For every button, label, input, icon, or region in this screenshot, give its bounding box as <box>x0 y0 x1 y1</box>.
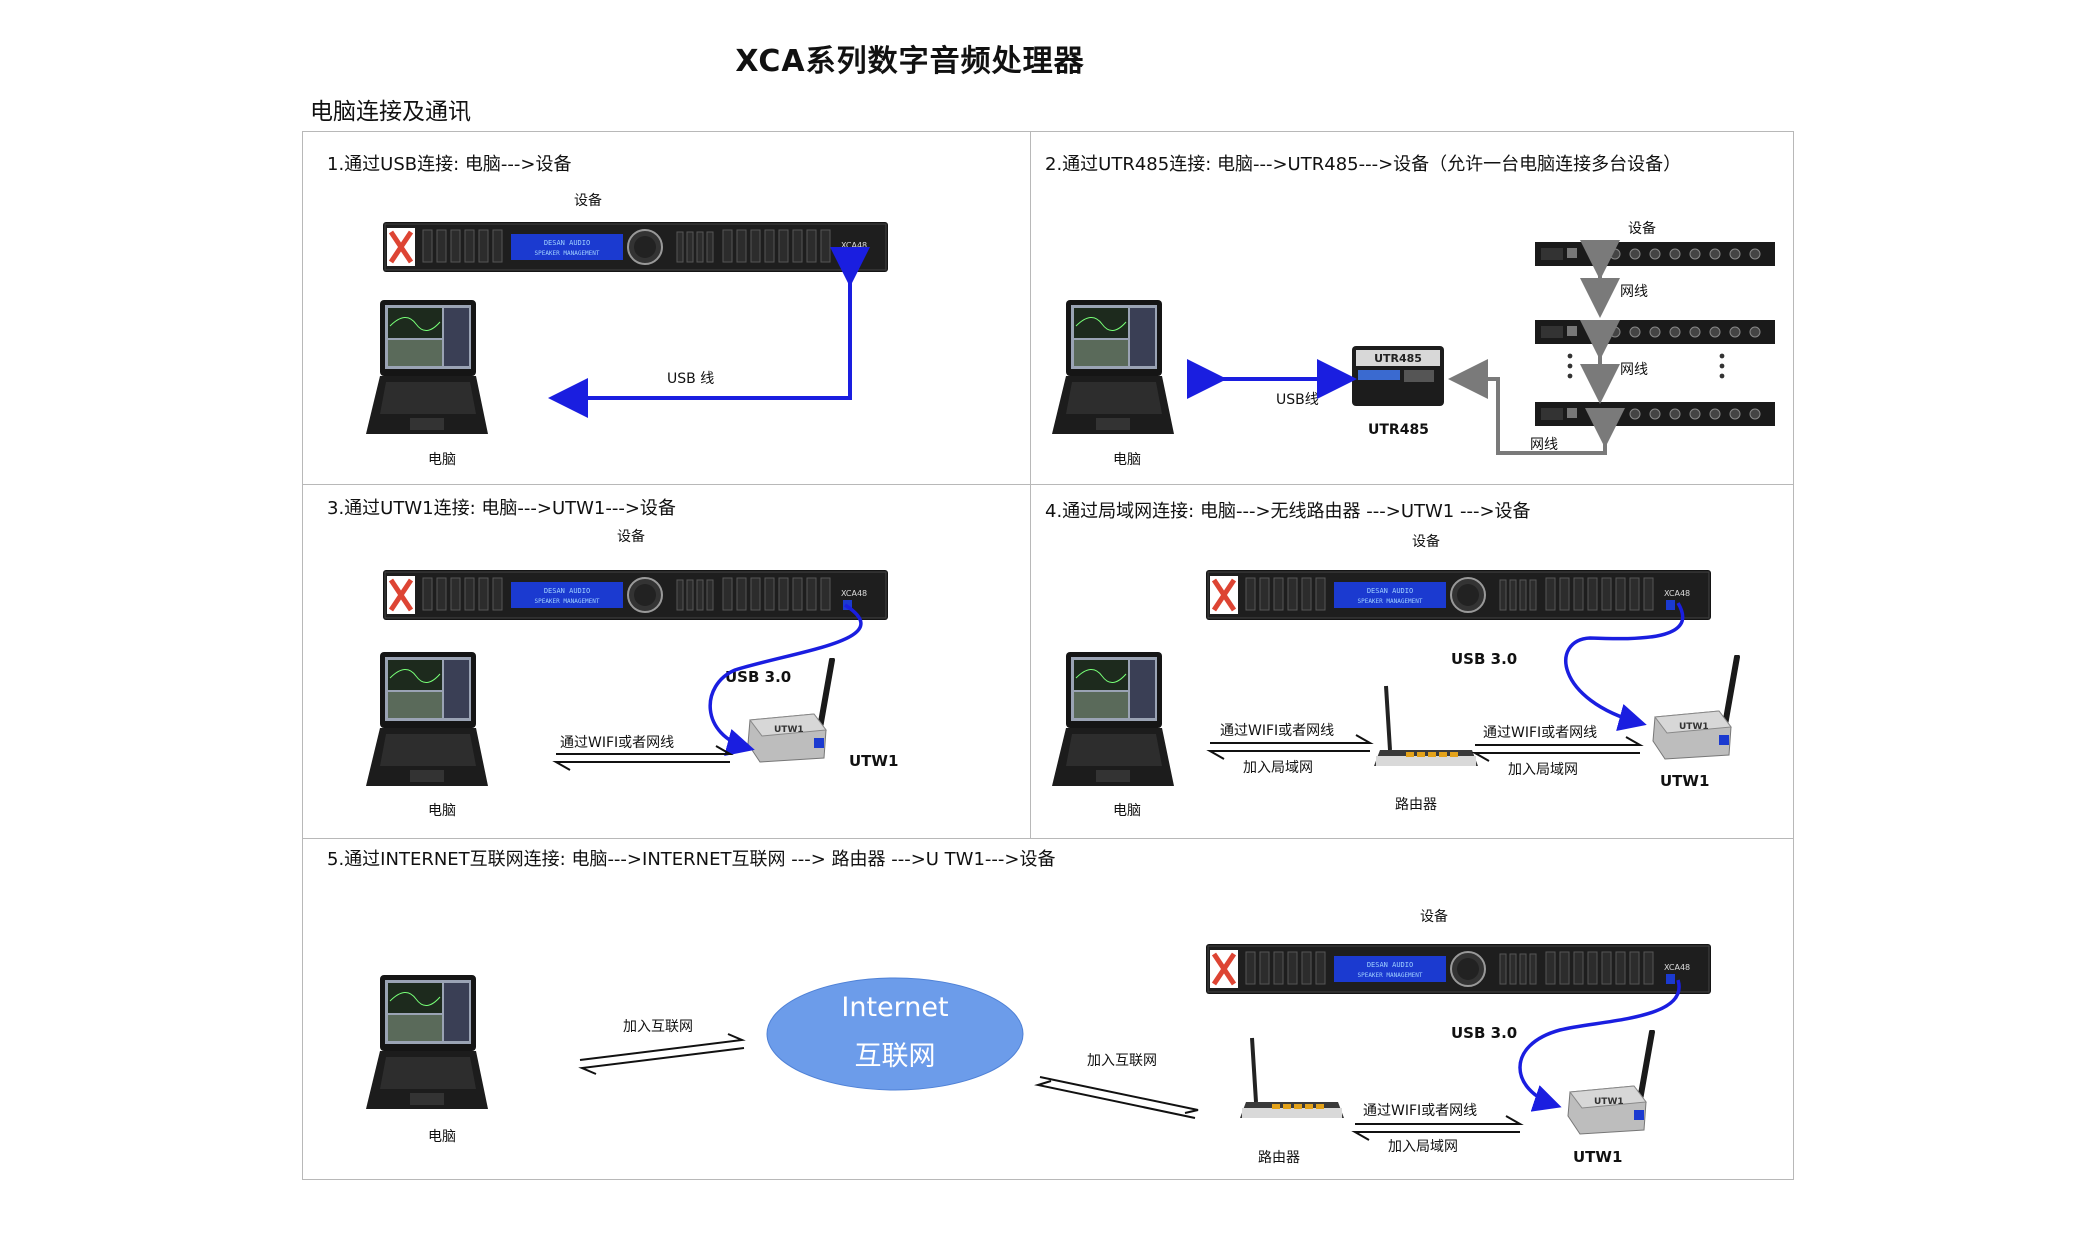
divider-row2 <box>302 838 1794 839</box>
s3-wifi-label: 通过WIFI或者网线 <box>560 735 675 751</box>
s5-router <box>1238 1030 1348 1134</box>
s5-join-label-1: 加入互联网 <box>623 1019 693 1035</box>
s2-rack-device-1 <box>1535 238 1775 272</box>
s2-more-devices-dots <box>1567 353 1725 379</box>
s4-processor-device: DESAN AUDIO SPEAKER MANAGEMENT XCA48 <box>1206 566 1711 628</box>
s1-usb-cable-arrow <box>548 247 870 418</box>
s5-utw-label: UTW1 <box>1573 1148 1623 1166</box>
section-4-heading: 4.通过局域网连接: 电脑--->无线路由器 --->UTW1 --->设备 <box>1045 501 1531 522</box>
s2-net-label-2: 网线 <box>1620 362 1648 378</box>
section-5-heading: 5.通过INTERNET互联网连接: 电脑--->INTERNET互联网 ---… <box>327 849 1056 870</box>
s2-net-arrow <box>1448 359 1625 455</box>
svg-text:SPEAKER MANAGEMENT: SPEAKER MANAGEMENT <box>1357 598 1422 605</box>
internet-cloud <box>764 975 1026 1097</box>
s3-utw1-module: UTW1 <box>740 657 850 772</box>
s4-wifi-label-2: 通过WIFI或者网线 <box>1483 725 1598 741</box>
s5-usb3-cable <box>1518 979 1681 1112</box>
s4-wifi-link-1 <box>1206 734 1374 760</box>
s5-lan-label: 加入局域网 <box>1388 1139 1458 1155</box>
section-1-heading: 1.通过USB连接: 电脑--->设备 <box>327 154 572 175</box>
svg-text:UTW1: UTW1 <box>774 725 804 735</box>
s1-laptop <box>366 300 488 444</box>
s2-computer-label: 电脑 <box>1113 452 1141 468</box>
s5-join-label-2: 加入互联网 <box>1087 1053 1157 1069</box>
svg-text:XCA48: XCA48 <box>841 589 867 598</box>
s4-computer-label: 电脑 <box>1113 803 1141 819</box>
s4-utw1-module: UTW1 <box>1645 654 1755 769</box>
s2-rack-device-2 <box>1535 316 1775 350</box>
s3-computer-label: 电脑 <box>428 803 456 819</box>
s2-utr485-adapter: UTR485 <box>1350 342 1446 414</box>
diagram-frame <box>302 131 1794 1180</box>
svg-text:UTW1: UTW1 <box>1679 722 1709 732</box>
page-subtitle: 电脑连接及通讯 <box>310 99 471 125</box>
s5-internet-link-2 <box>1034 1076 1199 1119</box>
s5-wifi-label: 通过WIFI或者网线 <box>1363 1103 1478 1119</box>
s4-utw-label: UTW1 <box>1660 772 1710 790</box>
s4-wifi-link-2 <box>1471 736 1644 762</box>
s1-device-label: 设备 <box>574 193 602 209</box>
section-2-heading: 2.通过UTR485连接: 电脑--->UTR485--->设备（允许一台电脑连… <box>1045 154 1682 175</box>
svg-text:DESAN AUDIO: DESAN AUDIO <box>1367 587 1413 595</box>
page-title: XCA系列数字音频处理器 <box>735 44 1085 79</box>
s4-usb3-label: USB 3.0 <box>1451 650 1518 668</box>
s3-utw-label: UTW1 <box>849 752 899 770</box>
s5-internet-link-1 <box>578 1033 746 1075</box>
s4-router-label: 路由器 <box>1395 797 1437 813</box>
s3-processor-device: DESAN AUDIO SPEAKER MANAGEMENT XCA48 <box>383 566 888 628</box>
s2-utr-label: UTR485 <box>1368 422 1429 438</box>
s5-processor-device: DESAN AUDIO SPEAKER MANAGEMENT XCA48 <box>1206 940 1711 1002</box>
s5-device-label: 设备 <box>1420 909 1448 925</box>
divider-column <box>1030 131 1031 838</box>
s5-computer-label: 电脑 <box>428 1129 456 1145</box>
section-3-heading: 3.通过UTW1连接: 电脑--->UTW1--->设备 <box>327 498 676 519</box>
s3-usb3-label: USB 3.0 <box>725 668 792 686</box>
svg-text:DESAN AUDIO: DESAN AUDIO <box>1367 961 1413 969</box>
s5-router-label: 路由器 <box>1258 1150 1300 1166</box>
svg-text:UTW1: UTW1 <box>1594 1097 1624 1107</box>
cloud-label-cn: 互联网 <box>854 1041 936 1072</box>
svg-text:XCA48: XCA48 <box>1664 963 1690 972</box>
svg-text:XCA48: XCA48 <box>1664 589 1690 598</box>
s5-usb3-label: USB 3.0 <box>1451 1024 1518 1042</box>
s3-laptop <box>366 652 488 796</box>
cloud-label-en: Internet <box>841 992 949 1023</box>
s4-router <box>1372 678 1482 782</box>
s5-wifi-link <box>1351 1115 1524 1141</box>
s2-laptop <box>1052 300 1174 444</box>
s4-laptop <box>1052 652 1174 796</box>
svg-text:XCA48: XCA48 <box>841 241 867 250</box>
svg-text:SPEAKER MANAGEMENT: SPEAKER MANAGEMENT <box>534 598 599 605</box>
s5-utw1-module: UTW1 <box>1560 1029 1670 1144</box>
s4-wifi-label-1: 通过WIFI或者网线 <box>1220 723 1335 739</box>
s4-usb3-cable <box>1564 602 1685 732</box>
s3-usb3-cable <box>708 603 863 757</box>
s3-wifi-link <box>552 745 734 771</box>
svg-text:UTR485: UTR485 <box>1374 352 1422 365</box>
svg-text:DESAN AUDIO: DESAN AUDIO <box>544 239 590 247</box>
svg-text:DESAN AUDIO: DESAN AUDIO <box>544 587 590 595</box>
s4-lan-label-2: 加入局域网 <box>1508 762 1578 778</box>
s2-device-label: 设备 <box>1628 221 1656 237</box>
divider-row1 <box>302 484 1794 485</box>
s5-laptop <box>366 975 488 1119</box>
s1-computer-label: 电脑 <box>428 452 456 468</box>
svg-text:SPEAKER MANAGEMENT: SPEAKER MANAGEMENT <box>1357 972 1422 979</box>
s2-net-label-1: 网线 <box>1620 284 1648 300</box>
s4-lan-label-1: 加入局域网 <box>1243 760 1313 776</box>
s3-device-label: 设备 <box>617 529 645 545</box>
s4-device-label: 设备 <box>1412 534 1440 550</box>
